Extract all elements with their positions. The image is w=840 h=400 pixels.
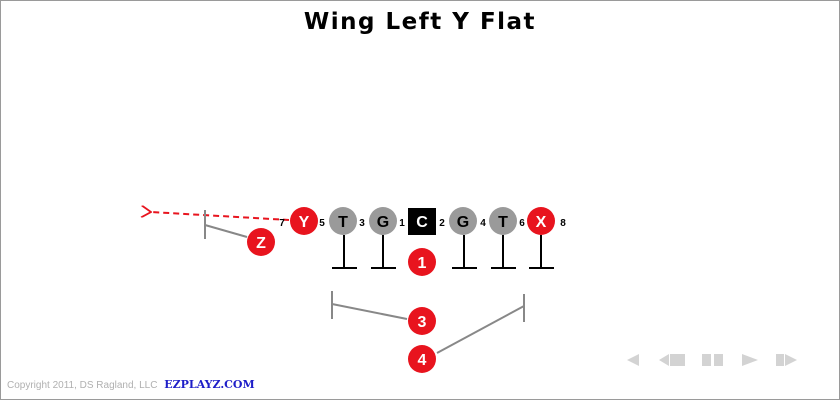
line-blocks [332, 235, 554, 269]
gap-number-8: 8 [560, 218, 566, 229]
play-icon[interactable] [739, 353, 761, 367]
block-mark-t-left [332, 235, 357, 269]
svg-text:G: G [457, 214, 469, 231]
back-4-assignment [436, 294, 525, 354]
brand-link[interactable]: EZPLAYZ.COM [164, 378, 255, 391]
svg-text:G: G [377, 214, 389, 231]
player-center[interactable]: C [408, 208, 436, 235]
player-t-right[interactable]: T [489, 207, 517, 235]
gap-number-5: 5 [319, 218, 325, 229]
back-3[interactable]: 3 [408, 307, 436, 335]
player-x[interactable]: X [527, 207, 555, 235]
player-t-left[interactable]: T [329, 207, 357, 235]
y-flat-route [151, 212, 290, 221]
player-z[interactable]: Z [247, 228, 275, 256]
back-3-assignment [331, 291, 408, 320]
player-g-right[interactable]: G [449, 207, 477, 235]
first-icon[interactable] [623, 353, 643, 367]
player-g-left[interactable]: G [369, 207, 397, 235]
gap-number-3: 3 [359, 218, 365, 229]
play-title: Wing Left Y Flat [303, 9, 537, 35]
gap-number-1: 1 [399, 218, 405, 229]
block-mark-x [529, 235, 554, 269]
pause-icon[interactable] [701, 353, 725, 367]
gap-number-7: 7 [279, 218, 285, 229]
rewind-icon[interactable] [657, 353, 687, 367]
svg-text:4: 4 [418, 352, 427, 369]
svg-text:C: C [416, 214, 428, 231]
gap-number-6: 6 [519, 218, 525, 229]
fast-forward-icon[interactable] [775, 353, 799, 367]
back-1[interactable]: 1 [408, 248, 436, 276]
block-mark-t-right [491, 235, 516, 269]
z-block-assignment [204, 210, 248, 239]
block-mark-g-left [371, 235, 396, 269]
block-mark-g-right [452, 235, 477, 269]
footer: Copyright 2011, DS Ragland, LLC EZPLAYZ.… [7, 378, 255, 391]
copyright-text: Copyright 2011, DS Ragland, LLC [7, 380, 158, 391]
svg-text:X: X [536, 214, 547, 231]
svg-text:Y: Y [299, 214, 310, 231]
svg-text:T: T [498, 214, 508, 231]
gap-number-4: 4 [480, 218, 486, 229]
gap-number-2: 2 [439, 218, 445, 229]
svg-text:1: 1 [418, 255, 427, 272]
svg-text:T: T [338, 214, 348, 231]
svg-text:3: 3 [418, 314, 427, 331]
back-4[interactable]: 4 [408, 345, 436, 373]
playback-controls [623, 353, 799, 367]
svg-text:Z: Z [256, 235, 266, 252]
player-y[interactable]: Y [290, 207, 318, 235]
